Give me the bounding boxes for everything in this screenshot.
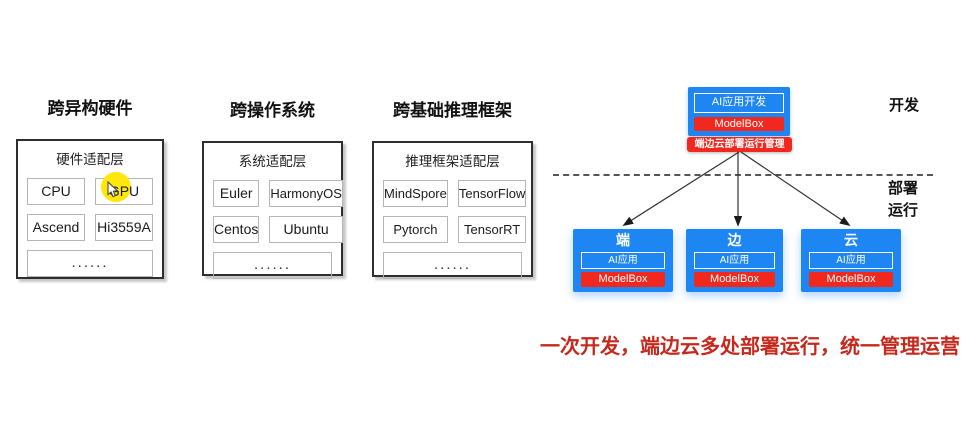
hardware-item-ascend: Ascend bbox=[27, 214, 85, 241]
os-adapter-box: 系统适配层 Euler HarmonyOS Centos Ubuntu ....… bbox=[202, 141, 343, 279]
stage-label-run: 运行 bbox=[888, 202, 919, 219]
hardware-item-gpu: GPU bbox=[95, 172, 153, 205]
stage-label-deploy: 部署 bbox=[888, 180, 919, 197]
os-more-items: ...... bbox=[213, 252, 332, 279]
hardware-column-title: 跨异构硬件 bbox=[47, 99, 133, 118]
framework-item-tensorrt: TensorRT bbox=[457, 216, 527, 243]
modelbox-badge-develop: ModelBox bbox=[694, 117, 784, 131]
node-edge-title: 边 bbox=[727, 232, 742, 248]
modelbox-badge-device: ModelBox bbox=[581, 272, 665, 287]
hardware-item-gpu-label: GPU bbox=[108, 183, 140, 199]
hardware-item-grid: CPU GPU Ascend Hi3559A bbox=[27, 172, 153, 241]
node-edge-ai-app: AI应用 bbox=[694, 252, 775, 269]
ai-app-develop-box: AI应用开发 ModelBox bbox=[688, 87, 790, 136]
node-device-title: 端 bbox=[616, 232, 630, 248]
cursor-highlight-circle bbox=[101, 172, 131, 202]
mouse-cursor-icon bbox=[107, 181, 119, 198]
framework-adapter-box: 推理框架适配层 MindSpore TensorFlow Pytorch Ten… bbox=[372, 141, 533, 279]
framework-item-pytorch: Pytorch bbox=[383, 216, 448, 243]
os-column-title: 跨操作系统 bbox=[230, 101, 315, 120]
framework-more-items: ...... bbox=[383, 252, 522, 279]
os-item-centos: Centos bbox=[213, 216, 260, 243]
os-adapter-header: 系统适配层 bbox=[238, 154, 307, 169]
hardware-adapter-header: 硬件适配层 bbox=[56, 152, 124, 167]
modelbox-badge-edge: ModelBox bbox=[694, 272, 775, 287]
framework-item-tensorflow: TensorFlow bbox=[457, 180, 527, 207]
framework-adapter-header: 推理框架适配层 bbox=[405, 154, 500, 169]
deployment-arrows bbox=[622, 151, 851, 227]
node-edge: 边 AI应用 ModelBox bbox=[686, 229, 783, 292]
node-cloud-title: 云 bbox=[844, 232, 858, 248]
modelbox-badge-cloud: ModelBox bbox=[809, 272, 893, 287]
node-device-ai-app: AI应用 bbox=[581, 252, 665, 269]
node-cloud-ai-app: AI应用 bbox=[809, 252, 893, 269]
hardware-item-hi3559a: Hi3559A bbox=[95, 214, 153, 241]
deploy-management-banner: 端边云部署运行管理 bbox=[687, 137, 792, 152]
framework-item-mindspore: MindSpore bbox=[383, 180, 448, 207]
os-item-harmonyos: HarmonyOS bbox=[269, 180, 343, 207]
hardware-column: 跨异构硬件 硬件适配层 CPU GPU Ascend Hi3559A .....… bbox=[16, 99, 164, 279]
os-item-ubuntu: Ubuntu bbox=[269, 216, 343, 243]
os-item-grid: Euler HarmonyOS Centos Ubuntu bbox=[213, 180, 343, 243]
node-cloud: 云 AI应用 ModelBox bbox=[801, 229, 901, 292]
slogan-text: 一次开发，端边云多处部署运行，统一管理运营 bbox=[540, 336, 960, 358]
develop-deploy-divider bbox=[553, 174, 933, 176]
hardware-more-items: ...... bbox=[27, 250, 153, 277]
ai-app-develop-label: AI应用开发 bbox=[694, 93, 784, 113]
hardware-adapter-box: 硬件适配层 CPU GPU Ascend Hi3559A ...... bbox=[16, 139, 164, 279]
framework-column: 跨基础推理框架 推理框架适配层 MindSpore TensorFlow Pyt… bbox=[372, 101, 533, 279]
framework-column-title: 跨基础推理框架 bbox=[393, 101, 512, 120]
hardware-item-cpu: CPU bbox=[27, 178, 85, 205]
framework-item-grid: MindSpore TensorFlow Pytorch TensorRT bbox=[383, 180, 527, 243]
os-item-euler: Euler bbox=[213, 180, 260, 207]
stage-label-develop: 开发 bbox=[889, 97, 920, 114]
os-column: 跨操作系统 系统适配层 Euler HarmonyOS Centos Ubunt… bbox=[202, 101, 343, 279]
node-device: 端 AI应用 ModelBox bbox=[573, 229, 673, 292]
